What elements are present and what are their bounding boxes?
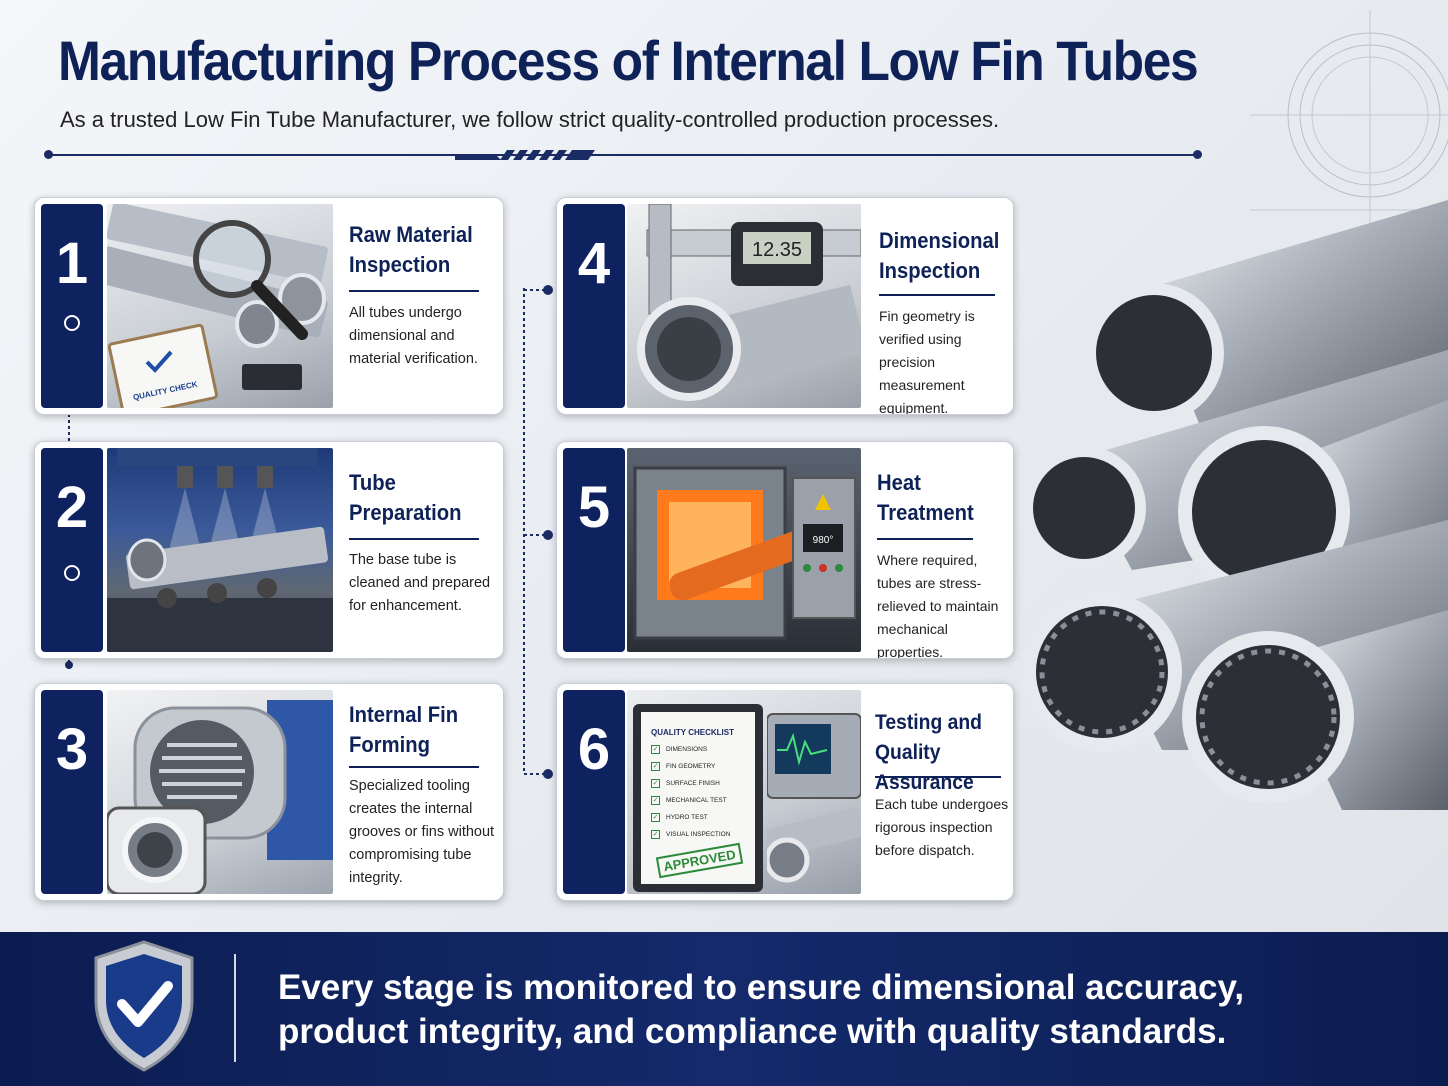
step-ring-icon	[64, 315, 80, 331]
title-underline	[877, 538, 973, 540]
step-description: Each tube undergoes rigorous inspection …	[875, 796, 1009, 858]
title-underline	[875, 776, 1001, 778]
checklist-item: ✓FIN GEOMETRY	[651, 762, 716, 771]
title-underline	[349, 290, 479, 292]
title-underline	[349, 766, 479, 768]
step-description: Fin geometry is verified using precision…	[879, 308, 975, 415]
step-number-badge: 2	[41, 448, 103, 652]
checkbox-checked-icon: ✓	[651, 813, 660, 822]
page-title: Manufacturing Process of Internal Low Fi…	[58, 29, 1199, 92]
heat-treatment-image: 980°	[627, 448, 861, 652]
checkbox-checked-icon: ✓	[651, 830, 660, 839]
checkbox-checked-icon: ✓	[651, 779, 660, 788]
magnifier-icon	[193, 220, 308, 340]
step-number-badge: 3	[41, 690, 103, 894]
fin-forming-image	[107, 690, 333, 894]
approved-stamp: APPROVED	[655, 842, 744, 879]
step-number-badge: 5	[563, 448, 625, 652]
checkbox-checked-icon: ✓	[651, 745, 660, 754]
quality-checklist-board: QUALITY CHECKLIST ✓DIMENSIONS ✓FIN GEOMET…	[633, 704, 763, 892]
divider-stripes	[455, 150, 595, 160]
gauge-reading: 12.35	[752, 239, 802, 261]
step-description: Where required, tubes are stress-relieve…	[877, 552, 999, 659]
divider-dot-left	[44, 150, 53, 159]
step-description: The base tube is cleaned and prepared fo…	[349, 552, 491, 614]
steel-tubes-illustration	[1022, 200, 1448, 810]
footer-separator	[234, 954, 236, 1062]
checklist-item: ✓MECHANICAL TEST	[651, 796, 727, 805]
caliper-icon: 12.35	[646, 204, 861, 315]
step-ring-icon	[64, 565, 80, 581]
step-number-badge: 6	[563, 690, 625, 894]
footer-statement: Every stage is monitored to ensure dimen…	[278, 968, 1245, 1051]
step-description: All tubes undergo dimensional and materi…	[349, 305, 478, 367]
checklist-title: QUALITY CHECKLIST	[651, 728, 734, 737]
page-subtitle: As a trusted Low Fin Tube Manufacturer, …	[60, 107, 1000, 132]
checklist-item: ✓SURFACE FINISH	[651, 779, 720, 788]
checklist-item: ✓DIMENSIONS	[651, 745, 708, 754]
step-number-badge: 4	[563, 204, 625, 408]
tube-preparation-image	[107, 448, 333, 652]
header-divider	[48, 154, 1198, 156]
step-description: Specialized tooling creates the internal…	[349, 778, 495, 886]
checklist-item: ✓VISUAL INSPECTION	[651, 830, 731, 839]
quality-assurance-image: QUALITY CHECKLIST ✓DIMENSIONS ✓FIN GEOMET…	[627, 690, 861, 894]
checklist-item: ✓HYDRO TEST	[651, 813, 708, 822]
divider-dot-right	[1193, 150, 1202, 159]
checkbox-checked-icon: ✓	[651, 796, 660, 805]
title-underline	[349, 538, 479, 540]
panel-reading: 980°	[813, 535, 834, 546]
dimensional-inspection-image: 12.35	[627, 204, 861, 408]
technical-drawing-decoration	[1250, 10, 1448, 230]
shield-check-icon	[94, 940, 194, 1072]
step-number-badge: 1	[41, 204, 103, 408]
raw-material-image: QUALITY CHECK	[107, 204, 333, 408]
title-underline	[879, 294, 995, 296]
footer-banner	[0, 932, 1448, 1086]
checkbox-checked-icon: ✓	[651, 762, 660, 771]
step-card-6: 6 QUALITY CHECKLIST ✓DIMENSIONS ✓FIN GEOM…	[556, 683, 1014, 901]
